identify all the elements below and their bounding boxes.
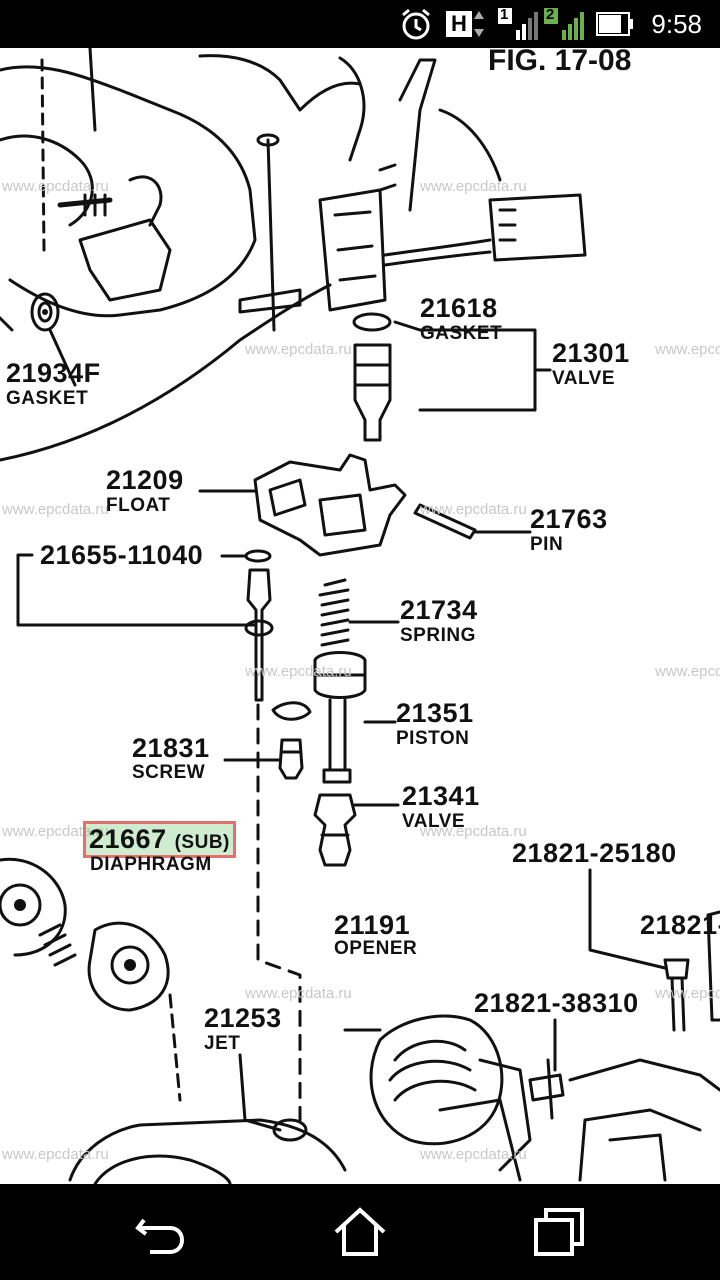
part-number-21821-partial[interactable]: 21821-: [640, 910, 720, 940]
watermark: www.epcdata.ru: [420, 1146, 527, 1163]
figure-label: FIG. 17-08: [488, 48, 632, 77]
part-name-gasket: GASKET: [6, 388, 89, 409]
part-name-jet: JET: [204, 1033, 241, 1054]
parts-diagram: www.epcdata.ru www.epcdata.ru www.epcdat…: [0, 48, 720, 1184]
part-name-opener: OPENER: [334, 938, 418, 959]
network-type-icon: H: [446, 0, 492, 48]
part-suffix: (SUB): [174, 832, 230, 853]
exploded-view-drawing: [0, 48, 720, 1184]
battery-icon: [596, 0, 636, 48]
watermark: www.epcdata.ru: [420, 178, 527, 195]
part-name-valve: VALVE: [402, 811, 466, 832]
part-name-spring: SPRING: [400, 625, 476, 646]
navigation-bar: [0, 1184, 720, 1280]
watermark: www.epcdata.ru: [420, 823, 527, 840]
part-number-21763[interactable]: 21763: [530, 504, 608, 534]
part-number-21667-highlighted[interactable]: 21667 (SUB): [83, 821, 236, 858]
part-number-21191[interactable]: 21191: [334, 910, 411, 940]
part-name-diaphragm: DIAPHRAGM: [90, 854, 212, 875]
watermark: www.epcdata.ru: [655, 663, 720, 680]
part-number-21734[interactable]: 21734: [400, 595, 478, 625]
alarm-icon: [398, 0, 438, 48]
watermark: www.epcdata.ru: [420, 501, 527, 518]
part-name-float: FLOAT: [106, 495, 171, 516]
part-number-21253[interactable]: 21253: [204, 1003, 282, 1033]
part-number-21934f[interactable]: 21934F: [6, 358, 101, 388]
signal-sim2-icon: 2: [544, 0, 586, 48]
part-number-21618[interactable]: 21618: [420, 293, 498, 323]
part-name-valve: VALVE: [552, 368, 616, 389]
watermark: www.epcdata.ru: [245, 663, 352, 680]
part-number: 21667: [89, 824, 167, 854]
status-bar: H 1 2 9:58: [0, 0, 720, 48]
recents-icon[interactable]: [530, 1202, 590, 1262]
part-name-gasket: GASKET: [420, 323, 503, 344]
part-number-21301[interactable]: 21301: [552, 338, 630, 368]
watermark: www.epcdata.ru: [655, 341, 720, 358]
watermark: www.epcdata.ru: [2, 178, 109, 195]
watermark: www.epcdata.ru: [2, 1146, 109, 1163]
part-number-21341[interactable]: 21341: [402, 781, 480, 811]
part-name-piston: PISTON: [396, 728, 470, 749]
part-number-21655-11040[interactable]: 21655-11040: [40, 540, 204, 570]
watermark: www.epcdata.ru: [245, 985, 352, 1002]
clock: 9:58: [651, 9, 702, 39]
home-icon[interactable]: [330, 1202, 390, 1262]
part-name-screw: SCREW: [132, 762, 206, 783]
watermark: www.epcdata.ru: [2, 823, 109, 840]
part-number-21831[interactable]: 21831: [132, 733, 210, 763]
watermark: www.epcdata.ru: [655, 985, 720, 1002]
part-name-pin: PIN: [530, 534, 564, 555]
signal-sim1-icon: 1: [498, 0, 540, 48]
part-number-21351[interactable]: 21351: [396, 698, 474, 728]
part-number-21821-38310[interactable]: 21821-38310: [474, 988, 639, 1018]
part-number-21821-25180[interactable]: 21821-25180: [512, 838, 677, 868]
back-icon[interactable]: [130, 1202, 190, 1262]
part-number-21209[interactable]: 21209: [106, 465, 184, 495]
watermark: www.epcdata.ru: [245, 341, 352, 358]
watermark: www.epcdata.ru: [2, 501, 109, 518]
